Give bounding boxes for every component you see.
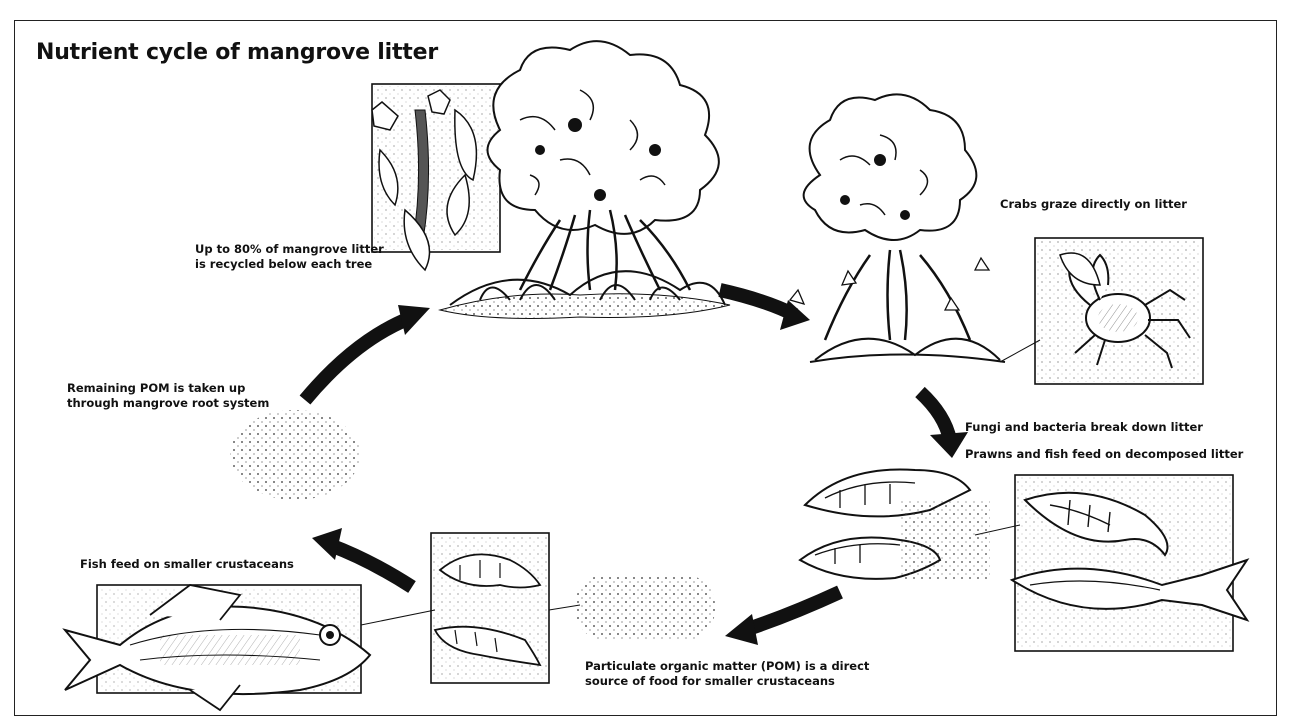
label-pom-line2: source of food for smaller crustaceans — [585, 674, 835, 688]
pom-particles — [575, 575, 715, 640]
label-litter-recycled-line2: is recycled below each tree — [195, 257, 372, 271]
label-fish: Fish feed on smaller crustaceans — [80, 557, 294, 571]
arrow-pom-to-tree-head — [398, 305, 430, 335]
label-pom-line1: Particulate organic matter (POM) is a di… — [585, 659, 869, 673]
arrow-decomposition-to-pom-head — [725, 614, 758, 645]
label-remaining-line1: Remaining POM is taken up — [67, 381, 245, 395]
mangrove-tree-right — [790, 94, 1005, 362]
label-crabs: Crabs graze directly on litter — [1000, 197, 1187, 211]
fish-callout-line — [361, 610, 435, 625]
crab-inset — [1035, 238, 1203, 384]
arrow-crabs-to-decomposition-head — [930, 432, 968, 458]
crab-callout-line — [1000, 340, 1040, 362]
label-fungi: Fungi and bacteria break down litter — [965, 420, 1203, 434]
arrow-pom-to-tree — [305, 318, 410, 400]
arrow-crustaceans-to-fish — [330, 545, 412, 587]
arrow-tree-to-crabs — [720, 290, 795, 315]
decomposing-prawns — [800, 469, 990, 580]
leaf-litter-inset — [372, 84, 500, 270]
small-crustaceans-inset — [431, 533, 549, 683]
remaining-pom-particles — [230, 410, 360, 500]
arrow-decomposition-to-pom — [745, 592, 840, 630]
label-litter-recycled-line1: Up to 80% of mangrove litter — [195, 242, 384, 256]
label-prawns: Prawns and fish feed on decomposed litte… — [965, 447, 1243, 461]
label-remaining-line2: through mangrove root system — [67, 396, 269, 410]
fish-inset — [65, 585, 370, 710]
prawn-fish-inset — [1012, 475, 1247, 651]
arrow-crabs-to-decomposition — [920, 392, 950, 440]
